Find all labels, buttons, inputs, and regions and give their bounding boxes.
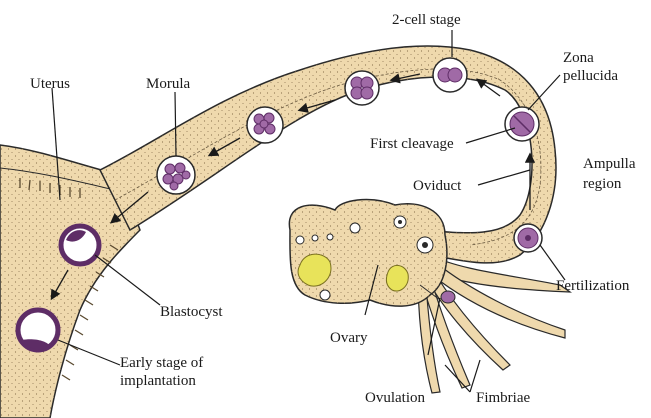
label-oviduct: Oviduct — [413, 178, 462, 194]
implanting-embryo — [15, 307, 61, 353]
label-zona-1: Zona — [563, 50, 594, 66]
eight-cell-embryo — [246, 106, 284, 144]
label-fertilization: Fertilization — [556, 278, 630, 294]
leader-lines — [51, 30, 566, 393]
label-early-1: Early stage of — [120, 355, 203, 371]
oviduct-tube — [98, 45, 557, 264]
ovary-shape — [288, 198, 448, 307]
labels: 2-cell stage Zona pellucida Uterus Morul… — [30, 12, 636, 406]
label-ovary: Ovary — [330, 330, 368, 346]
two-cell-embryo — [432, 57, 468, 93]
first-cleavage-embryo — [504, 106, 540, 142]
movement-arrows — [50, 73, 536, 301]
label-early-2: implantation — [120, 373, 196, 389]
label-zona-2: pellucida — [563, 68, 618, 84]
ovulated-egg — [419, 284, 456, 304]
label-ampulla-1: Ampulla — [583, 156, 636, 172]
blastocyst-embryo — [58, 223, 102, 267]
label-ampulla-2: region — [583, 176, 622, 192]
fimbriae-shape — [417, 253, 573, 394]
label-fimbriae: Fimbriae — [476, 390, 530, 406]
label-ovulation: Ovulation — [365, 390, 425, 406]
morula-embryo — [156, 155, 196, 195]
label-uterus: Uterus — [30, 76, 70, 92]
label-blastocyst: Blastocyst — [160, 304, 223, 320]
four-cell-embryo — [344, 70, 380, 106]
label-2-cell-stage: 2-cell stage — [392, 12, 461, 28]
label-first-cleavage: First cleavage — [370, 136, 454, 152]
label-morula: Morula — [146, 76, 191, 92]
fertilized-egg — [513, 223, 543, 253]
